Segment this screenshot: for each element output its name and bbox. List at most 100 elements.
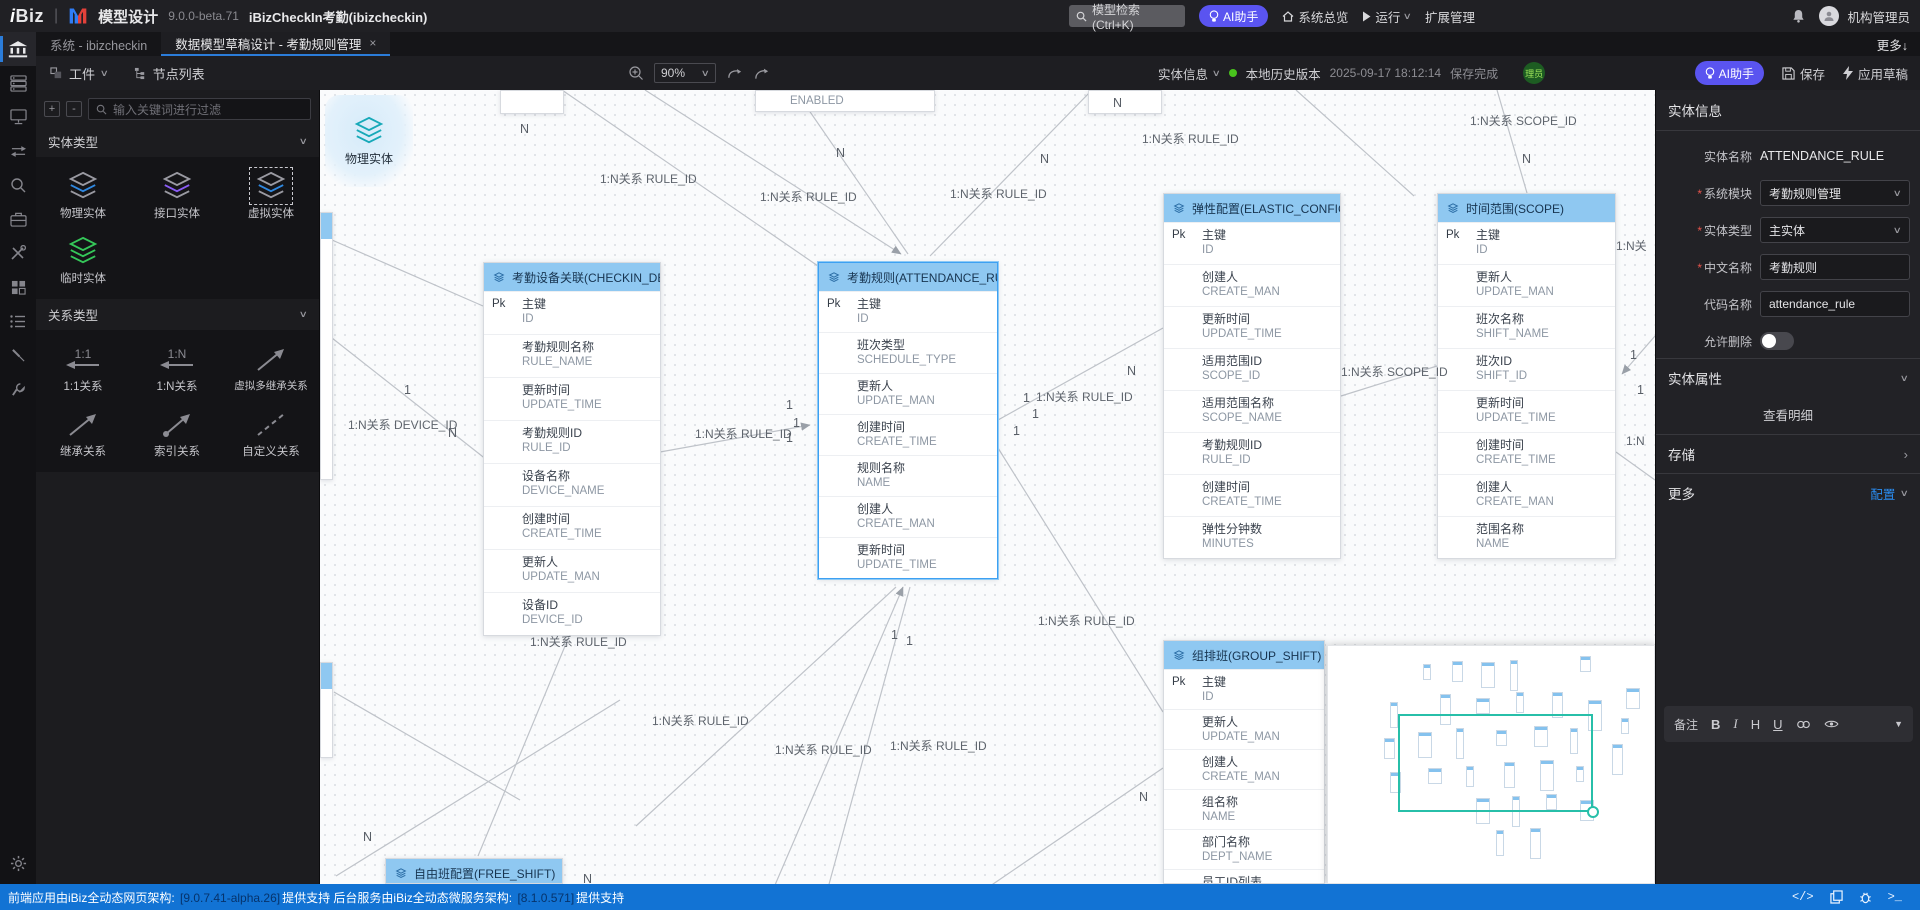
relationship-edge[interactable] [331,239,484,307]
expand-all-button[interactable]: + [44,101,60,117]
relationship-edge[interactable] [1295,90,1415,197]
sidebar-item-grid[interactable] [0,270,36,304]
entity-card-checkin-device[interactable]: 考勤设备关联(CHECKIN_DEVICE)Pk主键ID考勤规则名称RULE_N… [483,262,661,636]
note-dropdown-caret[interactable]: ▼ [1894,719,1903,729]
entity-field-row[interactable]: 员工ID列表 [1164,869,1324,883]
configure-link[interactable]: 配置 [1870,487,1896,502]
code-icon[interactable]: </> [1791,890,1814,904]
palette-item[interactable]: 接口实体 [130,163,224,228]
settings-gear-icon[interactable] [0,846,36,880]
relationship-edge[interactable] [772,586,904,884]
bell-icon[interactable] [1792,9,1805,23]
relationship-edge[interactable] [929,90,1093,257]
entity-card-free-shift[interactable]: 自由班配置(FREE_SHIFT) [385,858,563,884]
sidebar-item-screwdriver[interactable] [0,338,36,372]
presence-avatar-badge[interactable]: 理员 [1523,62,1546,84]
palette-item[interactable]: 继承关系 [36,401,130,466]
relationship-edge[interactable] [335,699,621,877]
section-entity-properties[interactable]: 实体属性 ∨ [1656,358,1920,397]
redo-icon[interactable] [753,66,770,80]
entity-header[interactable]: 组排班(GROUP_SHIFT) [1164,641,1324,669]
entity-header[interactable]: 考勤设备关联(CHECKIN_DEVICE) [484,263,660,291]
nav-run[interactable]: 运行 ∨ [1362,7,1412,26]
sidebar-item-database[interactable] [0,66,36,100]
field-select[interactable]: 主实体∨ [1760,217,1910,243]
entity-card-attendance-rule[interactable]: 考勤规则(ATTENDANCE_RULE)Pk主键ID班次类型SCHEDULE_… [818,262,998,579]
palette-item[interactable]: 索引关系 [130,401,224,466]
sidebar-item-model-bank[interactable] [0,32,36,66]
eye-icon[interactable] [1824,719,1839,729]
tab-data-model-design[interactable]: 数据模型草稿设计 - 考勤规则管理 × [161,32,391,56]
section-more[interactable]: 更多 配置 ∨ [1656,473,1920,512]
ai-assistant-button[interactable]: AI助手 [1199,5,1269,27]
minimap-resize-handle[interactable] [1587,806,1599,818]
view-detail-button[interactable]: 查看明细 [1762,409,1813,423]
avatar[interactable] [1819,6,1840,26]
nav-extension-manage[interactable]: 扩展管理 [1424,10,1475,25]
field-input[interactable]: 考勤规则 [1760,254,1910,280]
nav-system-overview[interactable]: 系统总览 [1282,7,1348,26]
section-storage[interactable]: 存储 › [1656,434,1920,473]
relationship-edge[interactable] [1496,90,1528,194]
minimap[interactable] [1327,645,1655,884]
collapse-all-button[interactable]: - [66,101,82,117]
sidebar-item-wrench[interactable] [0,372,36,406]
sidebar-item-monitor[interactable] [0,100,36,134]
model-search-input[interactable]: 模型检索(Ctrl+K) [1069,3,1186,32]
relationship-edge[interactable] [1340,365,1438,397]
entity-header[interactable]: 自由班配置(FREE_SHIFT) [386,859,562,883]
relationship-edge[interactable] [1615,451,1655,481]
sidebar-item-transfer[interactable] [0,134,36,168]
undo-icon[interactable] [726,66,743,80]
entity-header[interactable]: 弹性配置(ELASTIC_CONFIG) [1164,194,1340,222]
relationship-edge[interactable] [822,586,911,884]
relationship-edge[interactable] [331,337,488,461]
sidebar-item-list[interactable] [0,304,36,338]
relationship-edge[interactable] [794,90,909,255]
relationship-edge[interactable] [659,422,811,453]
zoom-in-icon[interactable] [628,65,644,81]
bold-button[interactable]: B [1711,716,1721,732]
field-select[interactable]: 考勤规则管理∨ [1760,180,1910,206]
copy-icon[interactable] [1829,890,1843,904]
entity-header[interactable]: 考勤规则(ATTENDANCE_RULE) [819,263,997,291]
ai-assistant-button-toolbar[interactable]: AI助手 [1694,61,1764,85]
diagram-canvas[interactable]: 物理实体 考勤设备关联(CHECKIN_DEVICE)Pk主键ID考勤规则名称R… [320,90,1655,884]
save-button[interactable]: 保存 [1782,64,1825,83]
sidebar-item-briefcase[interactable] [0,202,36,236]
user-name[interactable]: 机构管理员 [1847,10,1910,25]
relationship-edge[interactable] [477,633,571,857]
tab-system[interactable]: 系统 - ibizcheckin [50,38,148,53]
